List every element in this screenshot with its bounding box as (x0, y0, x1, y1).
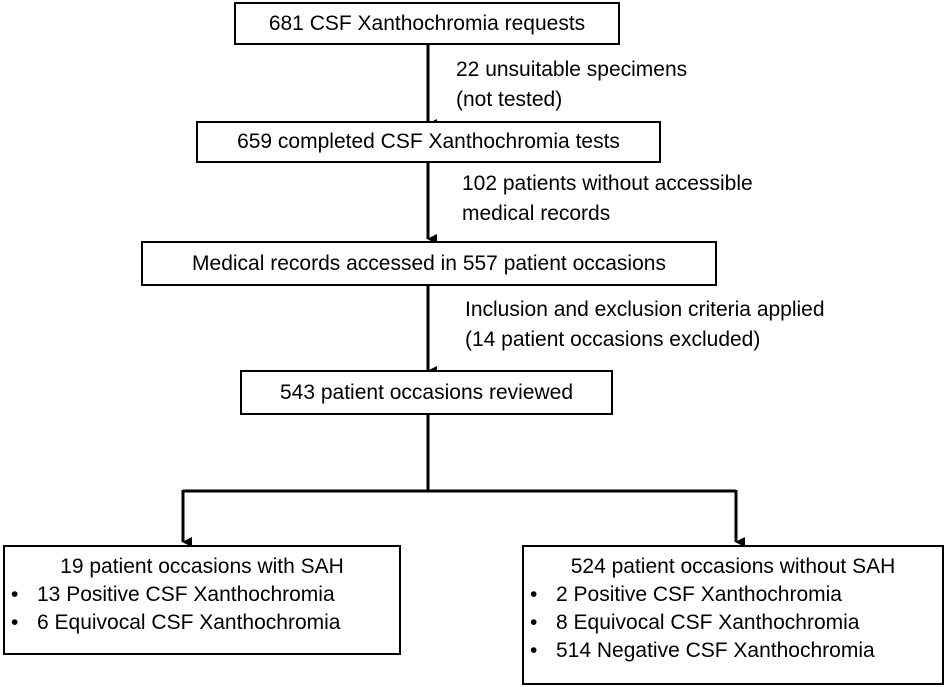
exclusion-line: (14 patient occasions excluded) (465, 328, 761, 351)
exclusion-criteria-note: Inclusion and exclusion criteria applied… (465, 295, 825, 355)
step-completed-text: 659 completed CSF Xanthochromia tests (237, 130, 620, 153)
list-item: 6 Equivocal CSF Xanthochromia (5, 609, 399, 637)
exclusion-line: (not tested) (456, 88, 563, 111)
step-reviewed-text: 543 patient occasions reviewed (279, 380, 573, 404)
step-records-accessed-text: Medical records accessed in 557 patient … (192, 251, 666, 275)
step-records-accessed-box: Medical records accessed in 557 patient … (141, 241, 717, 286)
list-item: 8 Equivocal CSF Xanthochromia (524, 609, 942, 637)
exclusion-line: medical records (462, 202, 611, 225)
outcome-sah-heading: 19 patient occasions with SAH (60, 555, 344, 578)
exclusion-unsuitable-note: 22 unsuitable specimens (not tested) (456, 55, 687, 115)
exclusion-line: Inclusion and exclusion criteria applied (465, 298, 825, 321)
list-item: 13 Positive CSF Xanthochromia (5, 581, 399, 609)
step-requests-box: 681 CSF Xanthochromia requests (234, 2, 620, 45)
exclusion-no-records-note: 102 patients without accessible medical … (462, 169, 753, 229)
step-requests-text: 681 CSF Xanthochromia requests (268, 11, 586, 35)
outcome-no-sah-list: 2 Positive CSF Xanthochromia 8 Equivocal… (524, 581, 942, 665)
list-item: 2 Positive CSF Xanthochromia (524, 581, 942, 609)
outcome-no-sah-box: 524 patient occasions without SAH 2 Posi… (522, 545, 944, 685)
outcome-sah-list: 13 Positive CSF Xanthochromia 6 Equivoca… (5, 581, 399, 637)
step-reviewed-box: 543 patient occasions reviewed (240, 370, 613, 415)
exclusion-line: 102 patients without accessible (462, 172, 753, 195)
list-item: 514 Negative CSF Xanthochromia (524, 637, 942, 665)
step-completed-box: 659 completed CSF Xanthochromia tests (196, 121, 661, 163)
outcome-sah-box: 19 patient occasions with SAH 13 Positiv… (3, 545, 401, 655)
outcome-no-sah-heading: 524 patient occasions without SAH (570, 555, 896, 578)
exclusion-line: 22 unsuitable specimens (456, 58, 688, 81)
